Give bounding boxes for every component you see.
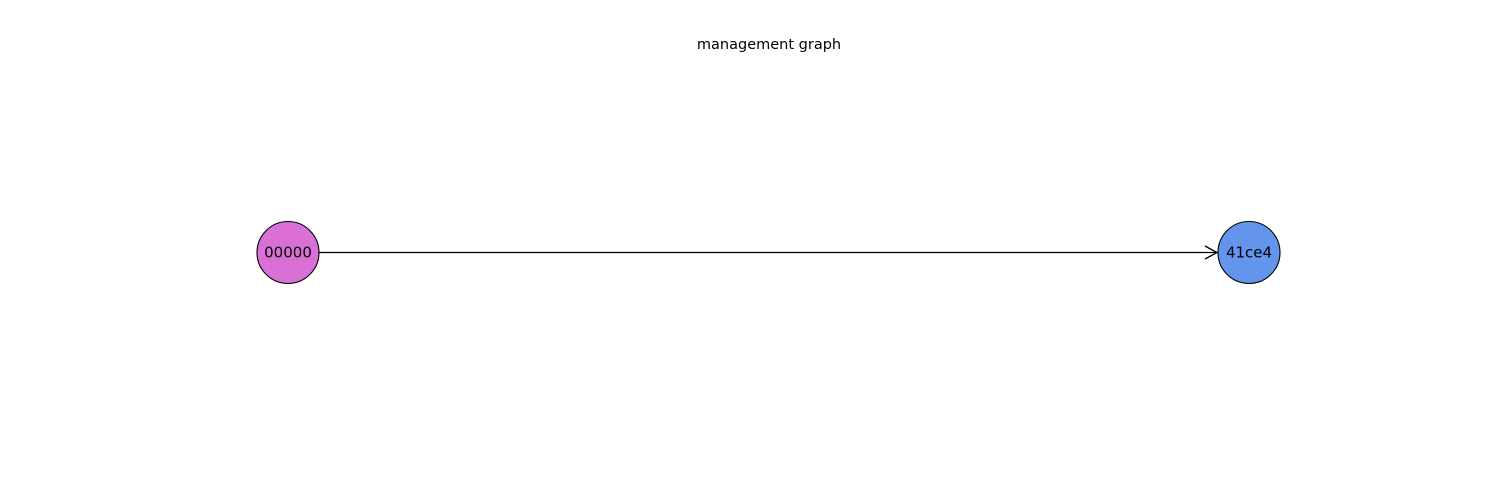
arrowhead-icon [1204,245,1219,260]
node-label: 00000 [264,244,312,262]
node-00000[interactable]: 00000 [256,220,320,285]
edge-00000-to-41ce4 [319,245,1219,260]
graph-title: management graph [696,37,842,53]
node-circle [256,220,320,285]
node-label: 41ce4 [1226,244,1272,262]
node-circle [1217,220,1281,285]
node-41ce4[interactable]: 41ce4 [1217,220,1281,285]
